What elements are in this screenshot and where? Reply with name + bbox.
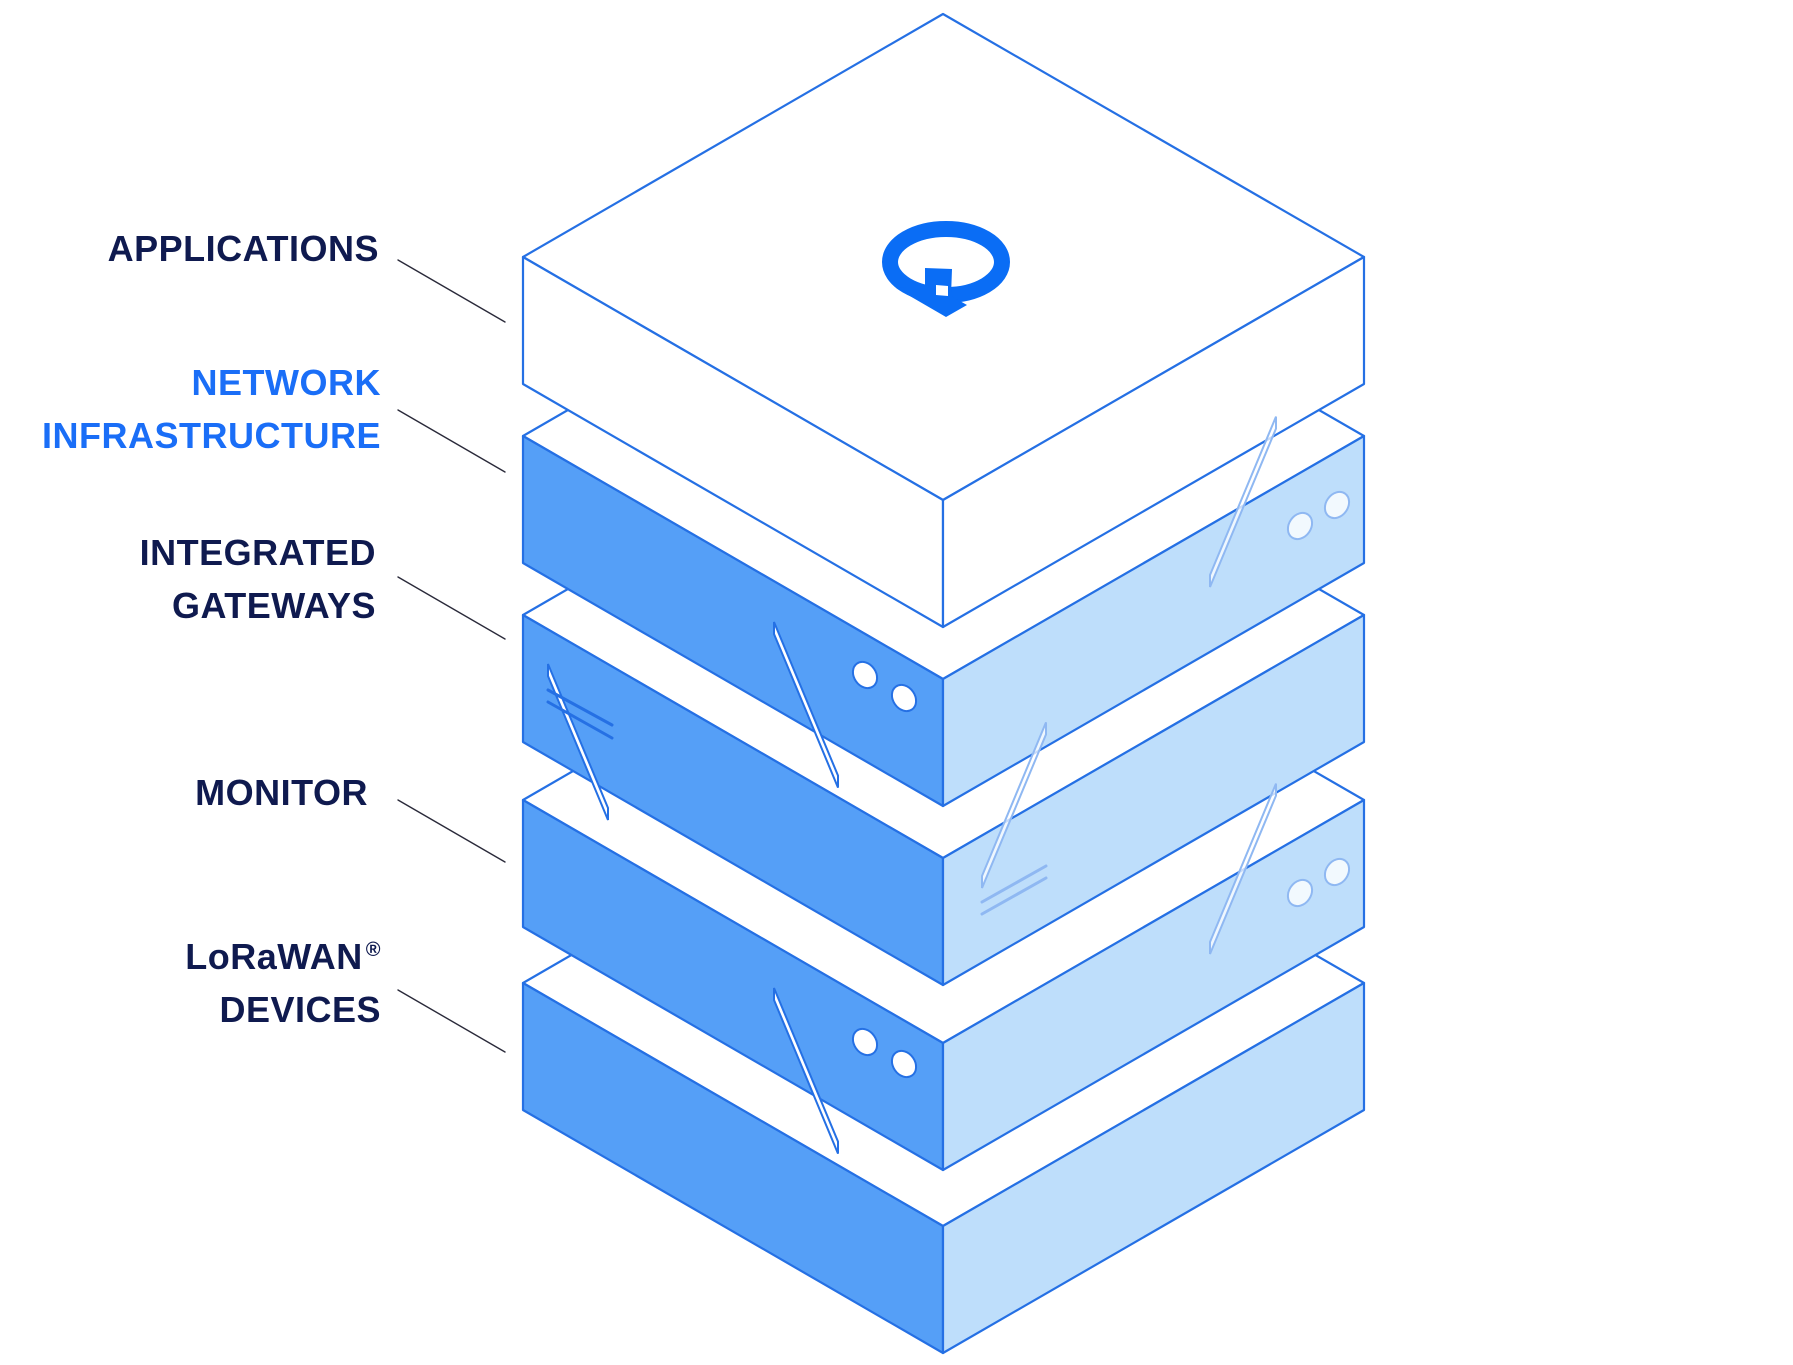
gateways-front-vent-1	[546, 688, 614, 727]
gateways-side-slot	[981, 722, 1047, 889]
box-network-infrastructure-side-face	[941, 434, 1366, 808]
leader-lorawan-devices	[397, 989, 506, 1053]
monitor-front-button-1	[851, 1027, 879, 1057]
label-applications: APPLICATIONS	[108, 222, 379, 275]
network-side-button-2	[1323, 490, 1351, 520]
leader-applications	[397, 259, 506, 323]
network-front-button-2	[890, 683, 918, 713]
monitor-side-button-2	[1323, 857, 1351, 887]
label-monitor-text: MONITOR	[195, 772, 368, 813]
network-side-button-1	[1286, 511, 1314, 541]
monitor-side-slot	[1209, 783, 1277, 955]
monitor-front-button-2	[890, 1049, 918, 1079]
label-lorawan-line-2: DEVICES	[219, 989, 381, 1030]
label-lorawan-devices: LoRaWAN® DEVICES	[185, 924, 381, 1036]
box-integrated-gateways-side-face	[941, 613, 1366, 987]
gateways-front-vent-2	[546, 700, 614, 740]
monitor-side-button-1	[1286, 878, 1314, 908]
gateways-side-vent-2	[980, 876, 1048, 916]
box-applications-side-face	[941, 255, 1366, 629]
applications-logo-icon	[882, 221, 1010, 317]
gateways-front-slot	[547, 663, 609, 821]
leader-integrated-gateways	[397, 576, 506, 640]
label-monitor: MONITOR	[195, 766, 368, 819]
label-gateways-line-2: GATEWAYS	[171, 585, 376, 626]
label-gateways-line-1: INTEGRATED	[139, 532, 376, 573]
label-integrated-gateways: INTEGRATED GATEWAYS	[140, 526, 376, 632]
network-front-slot	[773, 621, 839, 788]
label-lorawan-line-1: LoRaWAN	[185, 936, 363, 977]
label-applications-text: APPLICATIONS	[107, 228, 379, 269]
box-monitor-side-face	[941, 798, 1366, 1172]
monitor-front-slot	[773, 987, 839, 1154]
leader-network-infrastructure	[397, 409, 506, 473]
network-side-slot	[1209, 416, 1277, 588]
registered-mark: ®	[365, 939, 381, 961]
box-lorawan-devices-side-face	[941, 981, 1366, 1355]
gateways-side-vent-1	[980, 864, 1048, 904]
label-network-line-1: NETWORK	[191, 362, 381, 403]
box-applications	[521, 12, 1366, 629]
label-network-line-2: INFRASTRUCTURE	[42, 415, 381, 456]
leader-monitor	[397, 799, 506, 863]
network-front-button-1	[851, 660, 879, 690]
label-network-infrastructure: NETWORK INFRASTRUCTURE	[42, 356, 381, 462]
